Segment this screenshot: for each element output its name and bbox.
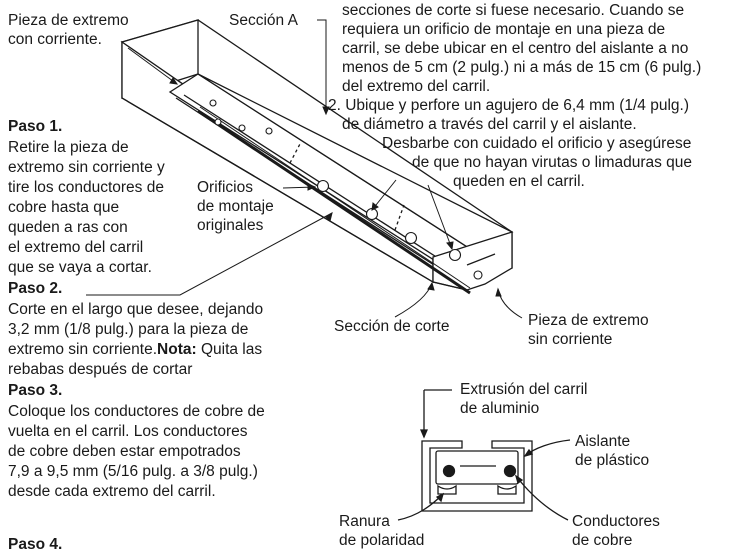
paso3-line-5: desde cada extremo del carril. <box>8 483 216 500</box>
live-end-label-2: con corriente. <box>8 31 102 48</box>
paso2-line-3: extremo sin corriente. <box>8 341 158 358</box>
paso1-title: Paso 1. <box>8 118 63 135</box>
paso2-last-line: rebabas después de cortar <box>8 361 193 378</box>
mounting-hole-marks <box>209 99 483 280</box>
step2-instruction-1: 2. Ubique y perfore un agujero de 6,4 mm… <box>328 97 690 114</box>
mounting-hole <box>209 99 217 107</box>
top-right-line-4: menos de 5 cm (2 pulg.) ni a más de 15 c… <box>342 59 702 76</box>
top-right-line-2: requiera un orificio de montaje en una p… <box>342 21 666 38</box>
mounting-hole <box>214 118 222 126</box>
paso1-line-7: que se vaya a cortar. <box>8 259 152 276</box>
rail-cross-section <box>397 389 571 521</box>
top-right-line-3: carril, se debe ubicar en el centro del … <box>342 40 689 57</box>
mounting-hole <box>265 127 273 135</box>
paso3-line-3: de cobre deben estar empotrados <box>8 443 241 460</box>
paso2-line-1: Corte en el largo que desee, dejando <box>8 301 264 318</box>
dead-end-label-2: sin corriente <box>528 331 613 348</box>
cut-section-label: Sección de corte <box>334 318 450 335</box>
paso1-line-2: extremo sin corriente y <box>8 159 165 176</box>
mounting-holes-label-1: Orificios <box>197 179 253 196</box>
extrusion-label-1: Extrusión del carril <box>460 381 588 398</box>
paso3-line-2: vuelta en el carril. Los conductores <box>8 423 248 440</box>
insulator-label-2: de plástico <box>575 452 650 469</box>
copper-conductor <box>503 464 517 478</box>
paso4-title: Paso 4. <box>8 536 63 553</box>
paso3-line-4: 7,9 a 9,5 mm (5/16 pulg. a 3/8 pulg.) <box>8 463 258 480</box>
paso3-title: Paso 3. <box>8 382 63 399</box>
paso1-line-6: el extremo del carril <box>8 239 144 256</box>
step2-instruction-3: Desbarbe con cuidado el orificio y asegú… <box>382 135 692 152</box>
paso2-nota-text: Quita las <box>196 341 263 358</box>
paso1-line-5: queden a ras con <box>8 219 128 236</box>
track-rail-drawing <box>120 19 514 295</box>
paso1-line-4: cobre hasta que <box>8 199 120 216</box>
polarity-slot-label-1: Ranura <box>339 513 390 530</box>
top-right-line-5: del extremo del carril. <box>342 78 491 95</box>
leader-lines <box>86 19 523 319</box>
mounting-hole <box>404 231 418 245</box>
paso2-title: Paso 2. <box>8 280 63 297</box>
conductors-label-1: Conductores <box>572 513 660 530</box>
dead-end-label-1: Pieza de extremo <box>528 312 649 329</box>
mounting-hole <box>238 124 246 132</box>
paso1-line-1: Retire la pieza de <box>8 139 129 156</box>
paso2-line-2: 3,2 mm (1/8 pulg.) para la pieza de <box>8 321 249 338</box>
step2-instruction-5: queden en el carril. <box>453 173 585 190</box>
mounting-holes-label-2: de montaje <box>197 198 274 215</box>
mounting-hole <box>473 270 483 280</box>
paso2-line-3-wrap: extremo sin corriente.Nota: Quita las <box>8 340 262 359</box>
step2-instruction-2: de diámetro a través del carril y el ais… <box>342 116 637 133</box>
mounting-hole <box>448 248 462 262</box>
top-right-line-1: secciones de corte si fuese necesario. C… <box>342 2 685 19</box>
mounting-hole <box>316 179 330 193</box>
insulator-label-1: Aislante <box>575 433 631 450</box>
paso2-nota-label: Nota: <box>157 341 197 358</box>
copper-conductor <box>442 464 456 478</box>
extrusion-label-2: de aluminio <box>460 400 540 417</box>
step2-instruction-4: de que no hayan virutas o limaduras que <box>412 154 693 171</box>
mounting-holes-label-3: originales <box>197 217 264 234</box>
polarity-slot-label-2: de polaridad <box>339 532 425 549</box>
live-end-label-1: Pieza de extremo <box>8 12 129 29</box>
paso1-line-3: tire los conductores de <box>8 179 164 196</box>
paso3-line-1: Coloque los conductores de cobre de <box>8 403 265 420</box>
conductors-label-2: de cobre <box>572 532 633 549</box>
section-a-label: Sección A <box>229 12 298 29</box>
